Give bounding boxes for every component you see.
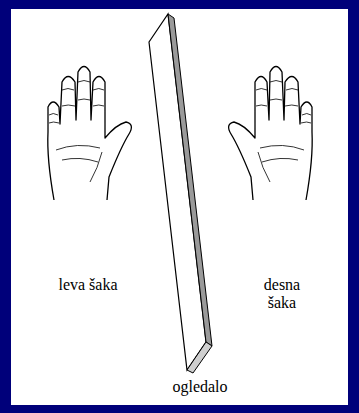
hand-label: desna šaka <box>252 276 312 312</box>
hand-label: leva šaka <box>58 276 118 294</box>
mirror <box>149 14 212 373</box>
left-hand <box>48 67 132 201</box>
right-hand <box>229 67 313 201</box>
mirror-label: ogledalo <box>172 378 227 396</box>
